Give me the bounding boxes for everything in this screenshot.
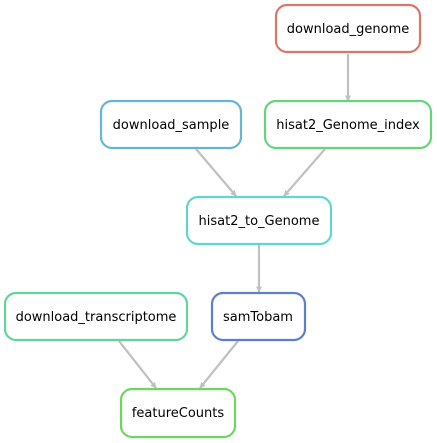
node-download-sample[interactable]: download_sample xyxy=(99,99,243,150)
node-download-sample-box xyxy=(99,99,243,150)
node-featurecounts-label: featureCounts xyxy=(132,406,225,421)
node-download-transcriptome-label: download_transcriptome xyxy=(16,310,177,325)
node-samtobam-label: samTobam xyxy=(223,310,293,325)
node-download-genome-label: download_genome xyxy=(287,22,409,37)
node-hisat2-genome-index-box xyxy=(263,99,433,150)
node-hisat2-genome-index[interactable]: hisat2_Genome_index xyxy=(263,99,433,150)
node-download-genome-box xyxy=(274,3,422,54)
node-featurecounts-box xyxy=(119,387,237,439)
edge-download_transcriptome-to-featureCounts xyxy=(118,340,157,389)
node-featurecounts[interactable]: featureCounts xyxy=(119,387,237,439)
node-hisat2-to-genome-label: hisat2_to_Genome xyxy=(199,214,320,229)
edge-hisat2_Genome_index-to-hisat2_to_Genome xyxy=(283,148,326,197)
node-download-transcriptome[interactable]: download_transcriptome xyxy=(3,291,189,342)
edge-samTobam-to-featureCounts xyxy=(199,340,239,389)
node-download-genome[interactable]: download_genome xyxy=(274,3,422,54)
edge-download_sample-to-hisat2_to_Genome xyxy=(195,148,237,197)
node-hisat2-to-genome-box xyxy=(185,195,333,246)
node-samtobam[interactable]: samTobam xyxy=(210,291,307,342)
node-hisat2-to-genome[interactable]: hisat2_to_Genome xyxy=(185,195,333,246)
node-samtobam-box xyxy=(210,291,307,342)
node-download-sample-label: download_sample xyxy=(113,118,230,133)
edges xyxy=(118,54,351,389)
node-download-transcriptome-box xyxy=(3,291,189,342)
node-hisat2-genome-index-label: hisat2_Genome_index xyxy=(276,118,420,133)
